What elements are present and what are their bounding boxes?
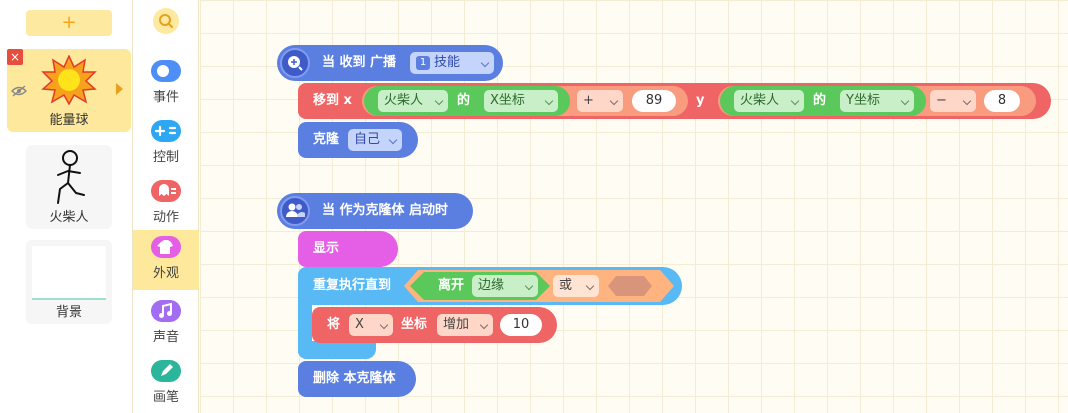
category-label: 动作 bbox=[152, 210, 179, 225]
delete-sprite-button[interactable]: × bbox=[7, 49, 23, 65]
or-operator-dropdown[interactable]: 或 bbox=[553, 275, 599, 297]
leave-label: 离开 bbox=[438, 278, 465, 293]
category-label: 外观 bbox=[152, 266, 179, 281]
block-label: 显示 bbox=[313, 241, 340, 256]
sprite-card-energy-ball[interactable]: × 能量球 bbox=[7, 49, 131, 132]
clone-people-icon bbox=[280, 196, 310, 226]
music-note-icon bbox=[151, 300, 181, 322]
block-label: 当 作为克隆体 启动时 bbox=[322, 203, 449, 218]
broadcast-icon bbox=[280, 48, 310, 78]
block-label: 当 收到 广播 bbox=[322, 55, 397, 70]
category-looks[interactable]: 外观 bbox=[133, 230, 199, 290]
sprite-name: 能量球 bbox=[49, 113, 89, 128]
block-label: 移到 x bbox=[313, 93, 352, 108]
events-icon bbox=[151, 60, 181, 82]
of-label: 的 bbox=[457, 93, 471, 108]
x-expression[interactable]: 火柴人 的 X坐标 + 89 bbox=[362, 86, 688, 116]
shirt-icon bbox=[151, 236, 181, 258]
sprite-name: 火柴人 bbox=[49, 210, 89, 225]
control-icon bbox=[151, 120, 181, 142]
of-label: 的 bbox=[813, 93, 827, 108]
sprite-panel: + × 能量球 火柴人 背景 bbox=[0, 0, 133, 413]
axis-dropdown[interactable]: X bbox=[349, 314, 393, 336]
sprite-expand-arrow-icon[interactable] bbox=[116, 83, 123, 95]
when-receive-broadcast-block[interactable]: 当 收到 广播 1 技能 bbox=[277, 45, 503, 81]
repeat-until-block[interactable]: 重复执行直到 离开 边缘 或 bbox=[298, 267, 682, 305]
category-label: 画笔 bbox=[152, 390, 179, 405]
broadcast-badge: 1 bbox=[416, 56, 430, 70]
change-amount-input[interactable]: 10 bbox=[500, 314, 542, 336]
category-label: 控制 bbox=[152, 150, 179, 165]
category-label: 声音 bbox=[152, 330, 179, 345]
edge-dropdown[interactable]: 边缘 bbox=[472, 275, 538, 297]
block-label: 将 bbox=[327, 317, 341, 332]
x-sensing-reporter[interactable]: 火柴人 的 X坐标 bbox=[364, 86, 570, 116]
category-events[interactable]: 事件 bbox=[133, 54, 199, 112]
eye-hidden-icon[interactable] bbox=[11, 85, 27, 97]
search-icon bbox=[159, 14, 173, 28]
motion-icon bbox=[151, 180, 181, 202]
coordinate-label: 坐标 bbox=[401, 317, 428, 332]
stickman-icon bbox=[57, 150, 85, 204]
x-property-dropdown[interactable]: X坐标 bbox=[484, 90, 558, 112]
search-button[interactable] bbox=[153, 8, 179, 34]
change-mode-dropdown[interactable]: 增加 bbox=[437, 314, 493, 336]
category-pen[interactable]: 画笔 bbox=[133, 354, 199, 412]
stage-card[interactable]: 背景 bbox=[26, 240, 112, 324]
y-expression[interactable]: 火柴人 的 Y坐标 − 8 bbox=[718, 86, 1036, 116]
category-control[interactable]: 控制 bbox=[133, 114, 199, 172]
category-motion[interactable]: 动作 bbox=[133, 174, 199, 232]
broadcast-dropdown[interactable]: 1 技能 bbox=[410, 52, 494, 74]
y-sprite-dropdown[interactable]: 火柴人 bbox=[734, 90, 804, 112]
block-label: 克隆 bbox=[313, 132, 340, 147]
repeat-until-foot bbox=[298, 341, 376, 359]
x-offset-input[interactable]: 89 bbox=[632, 90, 676, 112]
stage-name: 背景 bbox=[55, 305, 82, 320]
stage-thumbnail bbox=[32, 246, 106, 300]
change-coordinate-block[interactable]: 将 X 坐标 增加 10 bbox=[312, 307, 557, 343]
block-category-panel: 事件 控制 动作 外观 声音 画笔 bbox=[133, 0, 199, 413]
show-block[interactable]: 显示 bbox=[298, 231, 398, 267]
add-sprite-button[interactable]: + bbox=[26, 10, 112, 36]
x-operator-dropdown[interactable]: + bbox=[577, 90, 623, 112]
energy-ball-icon bbox=[41, 55, 97, 105]
y-sensing-reporter[interactable]: 火柴人 的 Y坐标 bbox=[720, 86, 926, 116]
delete-clone-block[interactable]: 删除 本克隆体 bbox=[298, 361, 416, 397]
pen-icon bbox=[151, 360, 181, 382]
category-sound[interactable]: 声音 bbox=[133, 294, 199, 352]
y-property-dropdown[interactable]: Y坐标 bbox=[840, 90, 914, 112]
block-label: 删除 本克隆体 bbox=[313, 371, 396, 386]
broadcast-value: 技能 bbox=[434, 55, 461, 70]
move-to-xy-block[interactable]: 移到 x 火柴人 的 X坐标 + 89 y 火柴人 的 Y坐标 − 8 bbox=[298, 83, 1051, 119]
clone-target-dropdown[interactable]: 自己 bbox=[348, 129, 402, 151]
repeat-until-arm bbox=[298, 305, 312, 341]
sprite-card-stickman[interactable]: 火柴人 bbox=[26, 145, 112, 229]
category-label: 事件 bbox=[152, 90, 179, 105]
y-operator-dropdown[interactable]: − bbox=[930, 90, 976, 112]
y-offset-input[interactable]: 8 bbox=[984, 90, 1020, 112]
when-start-as-clone-block[interactable]: 当 作为克隆体 启动时 bbox=[277, 193, 473, 229]
block-label: 重复执行直到 bbox=[313, 278, 392, 293]
y-label: y bbox=[696, 93, 705, 108]
x-sprite-dropdown[interactable]: 火柴人 bbox=[378, 90, 448, 112]
clone-block[interactable]: 克隆 自己 bbox=[298, 122, 418, 158]
